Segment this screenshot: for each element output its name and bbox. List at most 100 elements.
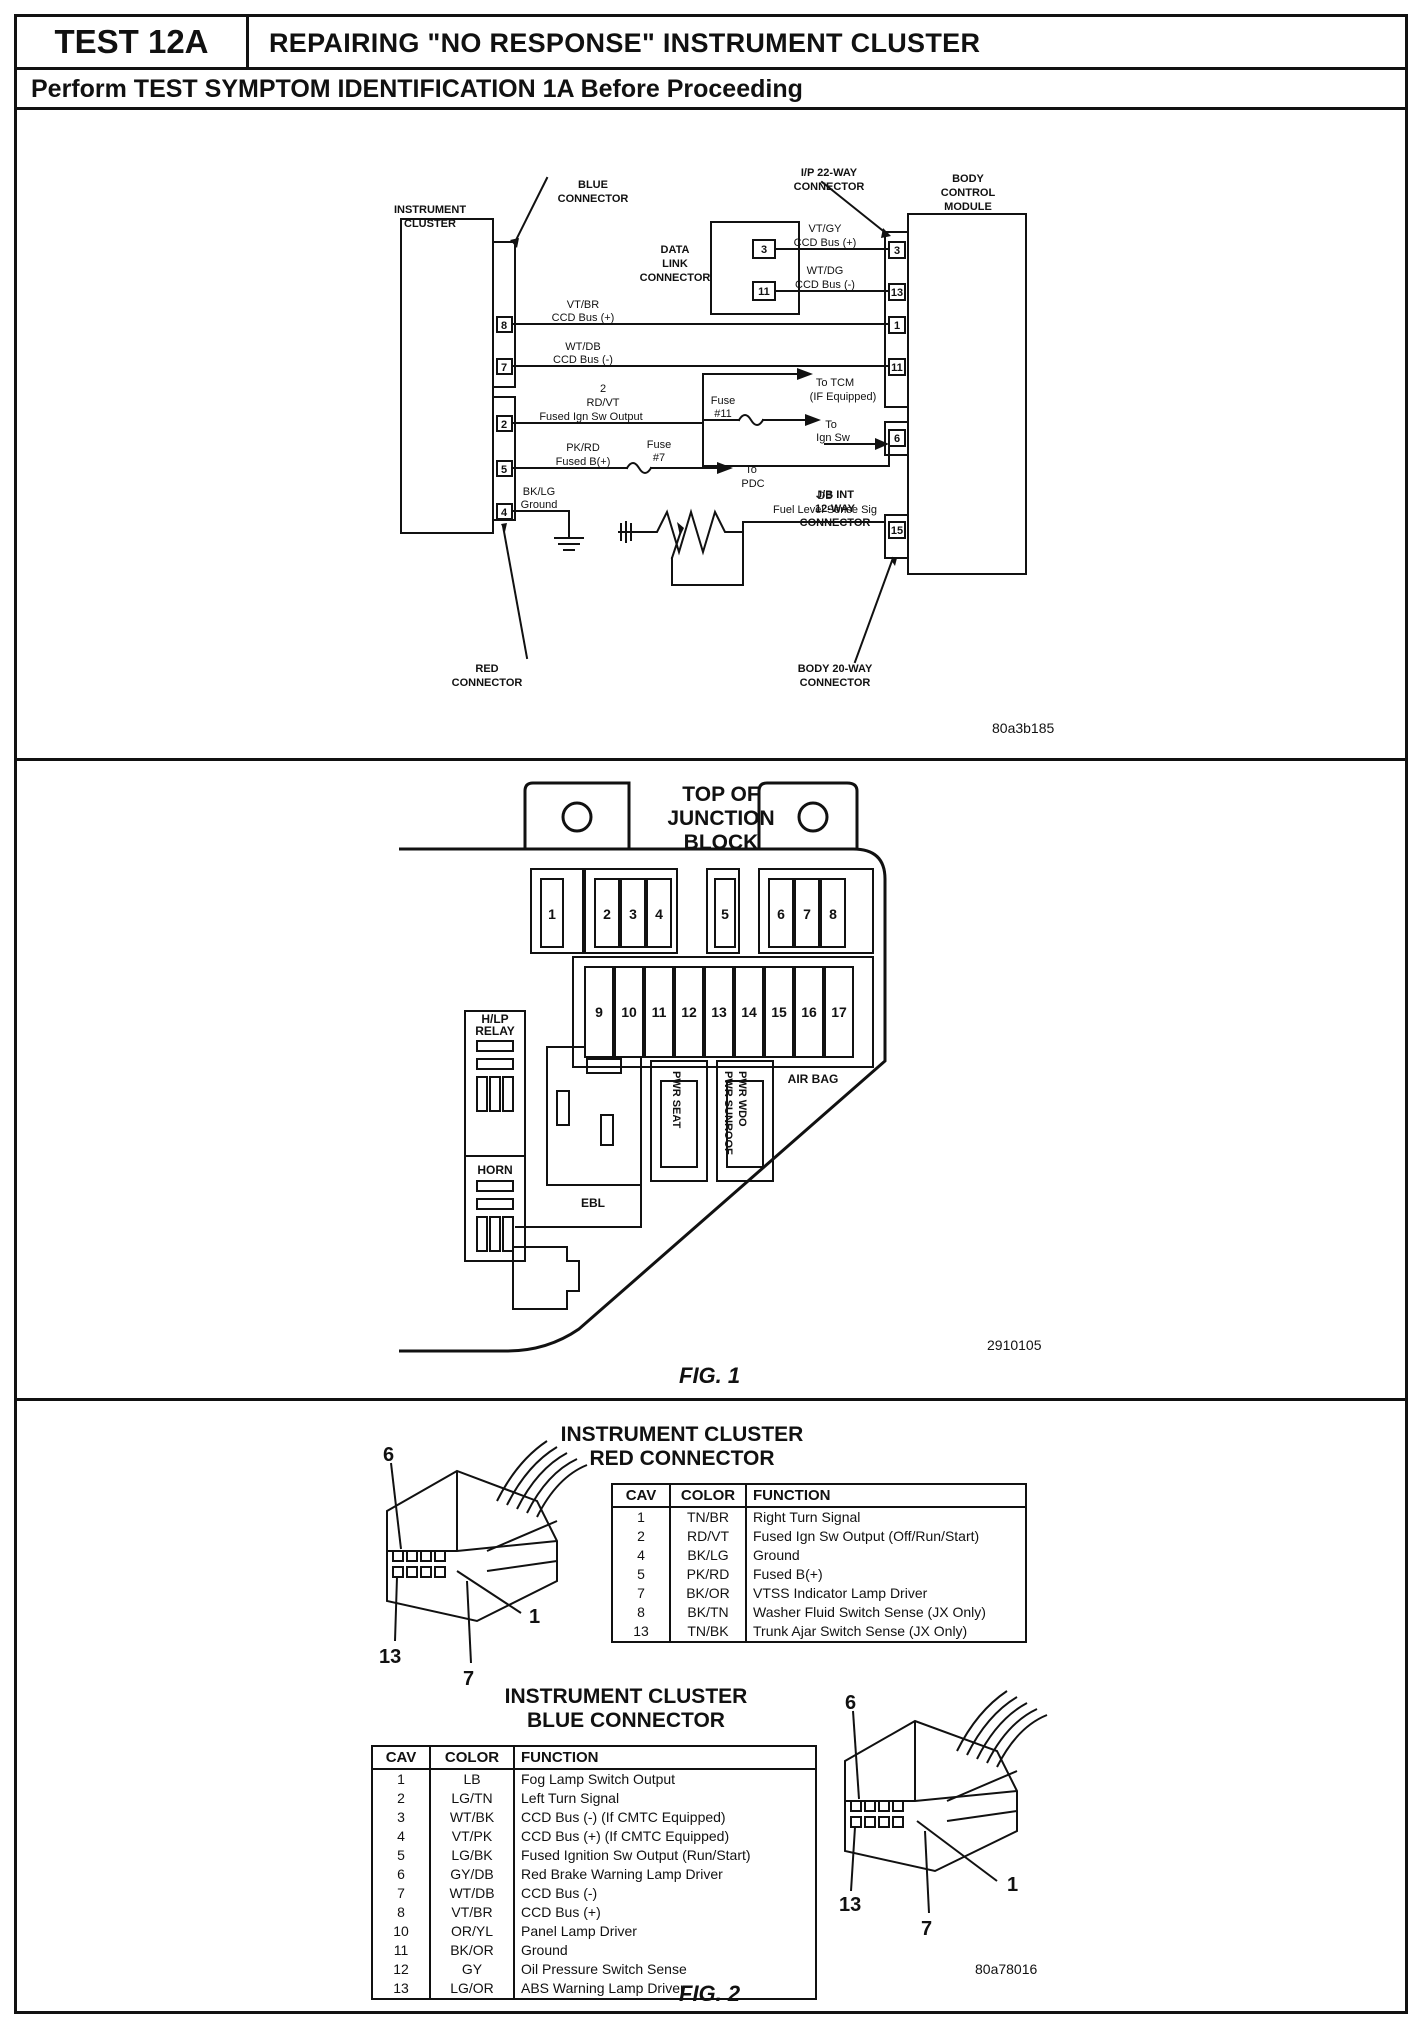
svg-text:CONTROL: CONTROL — [941, 187, 996, 199]
color-cell: LG/BK — [429, 1846, 515, 1865]
blue-connector-drawing — [844, 1690, 1048, 1914]
color-cell: LB — [429, 1769, 515, 1789]
svg-text:EBL: EBL — [581, 1196, 605, 1210]
svg-text:3: 3 — [629, 906, 637, 922]
svg-text:Fuse: Fuse — [711, 395, 735, 407]
function-cell: Ground — [745, 1546, 1027, 1565]
body-control-module-box — [907, 213, 1027, 575]
svg-text:VT/BR: VT/BR — [567, 299, 599, 311]
svg-text:H/LP: H/LP — [481, 1012, 508, 1026]
svg-text:2: 2 — [501, 419, 507, 431]
red-connector-drawing — [386, 1440, 588, 1664]
color-cell: GY — [429, 1960, 515, 1979]
red-connector-label: RED — [475, 663, 498, 675]
cavity-cell: 7 — [371, 1884, 431, 1903]
blue-connector-title: INSTRUMENT CLUSTER BLUE CONNECTOR — [504, 1685, 748, 1732]
svg-text:7: 7 — [921, 1918, 932, 1940]
svg-text:4: 4 — [655, 906, 663, 922]
function-cell: CCD Bus (-) (If CMTC Equipped) — [513, 1808, 817, 1827]
svg-text:Ign Sw: Ign Sw — [816, 432, 850, 444]
svg-text:VT/GY: VT/GY — [808, 223, 842, 235]
svg-text:2: 2 — [603, 906, 611, 922]
function-cell: Right Turn Signal — [745, 1507, 1027, 1527]
svg-text:#7: #7 — [653, 452, 665, 464]
svg-text:#11: #11 — [714, 408, 732, 420]
svg-text:1: 1 — [894, 320, 900, 332]
ip-connector-strip — [884, 231, 909, 408]
body-20way-strip — [884, 514, 909, 559]
cavity-cell: 7 — [611, 1584, 671, 1603]
cavity-cell: 10 — [371, 1922, 431, 1941]
svg-text:CONNECTOR: CONNECTOR — [558, 193, 629, 205]
svg-text:1: 1 — [1007, 1874, 1018, 1896]
function-cell: ABS Warning Lamp Driver — [513, 1979, 817, 2000]
svg-text:14: 14 — [741, 1004, 757, 1020]
schematic-code: 80a3b185 — [992, 720, 1055, 736]
svg-text:12-WAY: 12-WAY — [815, 503, 856, 515]
color-cell: GY/DB — [429, 1865, 515, 1884]
svg-text:6: 6 — [383, 1444, 394, 1466]
cavity-cell: 13 — [611, 1622, 671, 1643]
svg-text:CLUSTER: CLUSTER — [404, 218, 456, 230]
svg-text:13: 13 — [711, 1004, 727, 1020]
svg-text:CONNECTOR: CONNECTOR — [452, 677, 523, 689]
svg-text:CONNECTOR: CONNECTOR — [800, 677, 871, 689]
svg-text:6: 6 — [777, 906, 785, 922]
svg-text:7: 7 — [501, 362, 507, 374]
function-cell: CCD Bus (+) (If CMTC Equipped) — [513, 1827, 817, 1846]
function-cell: Washer Fluid Switch Sense (JX Only) — [745, 1603, 1027, 1622]
svg-text:3: 3 — [894, 245, 900, 257]
svg-text:8: 8 — [501, 320, 507, 332]
svg-text:JUNCTION: JUNCTION — [667, 807, 774, 830]
cavity-cell: 3 — [371, 1808, 431, 1827]
cavity-cell: 1 — [611, 1507, 671, 1527]
svg-text:9: 9 — [595, 1004, 603, 1020]
junction-block-code: 2910105 — [987, 1337, 1042, 1353]
cavity-cell: 5 — [371, 1846, 431, 1865]
svg-text:HORN: HORN — [477, 1163, 512, 1177]
cavity-cell: 11 — [371, 1941, 431, 1960]
dlc-label: DATA — [661, 244, 690, 256]
svg-text:To: To — [745, 464, 757, 476]
function-cell: Red Brake Warning Lamp Driver — [513, 1865, 817, 1884]
page-title: REPAIRING "NO RESPONSE" INSTRUMENT CLUST… — [269, 28, 981, 58]
cavity-cell: 8 — [611, 1603, 671, 1622]
svg-text:AIR BAG: AIR BAG — [788, 1072, 839, 1086]
color-cell: WT/BK — [429, 1808, 515, 1827]
svg-text:WT/DG: WT/DG — [807, 265, 844, 277]
jb-connector-label: J/B INT — [816, 489, 854, 501]
junction-block-panel: TOP OF JUNCTION BLOCK H/LP RELAY HORN EB… — [17, 761, 1405, 1401]
svg-text:PWR SEAT: PWR SEAT — [670, 1071, 682, 1129]
color-cell: VT/PK — [429, 1827, 515, 1846]
svg-text:10: 10 — [621, 1004, 637, 1020]
color-cell: BK/LG — [669, 1546, 747, 1565]
svg-text:RD/VT: RD/VT — [587, 397, 620, 409]
color-cell: LG/OR — [429, 1979, 515, 2000]
cavity-cell: 1 — [371, 1769, 431, 1789]
page-subtitle: Perform TEST SYMPTOM IDENTIFICATION 1A B… — [17, 70, 1405, 110]
color-cell: BK/OR — [669, 1584, 747, 1603]
cavity-cell: 6 — [371, 1865, 431, 1884]
svg-text:BLOCK: BLOCK — [684, 831, 759, 854]
connector-drawings: 6 13 7 1 6 13 7 1 — [379, 1440, 1048, 1940]
function-cell: VTSS Indicator Lamp Driver — [745, 1584, 1027, 1603]
jb-connector-strip — [884, 421, 909, 456]
svg-text:CCD Bus (-): CCD Bus (-) — [553, 354, 613, 366]
function-cell: Trunk Ajar Switch Sense (JX Only) — [745, 1622, 1027, 1643]
cavity-cell: 4 — [611, 1546, 671, 1565]
svg-text:13: 13 — [379, 1646, 401, 1668]
color-cell: VT/BR — [429, 1903, 515, 1922]
color-cell: LG/TN — [429, 1789, 515, 1808]
svg-text:1: 1 — [548, 906, 556, 922]
svg-text:CCD Bus (+): CCD Bus (+) — [552, 312, 615, 324]
color-cell: WT/DB — [429, 1884, 515, 1903]
svg-text:RELAY: RELAY — [475, 1024, 515, 1038]
